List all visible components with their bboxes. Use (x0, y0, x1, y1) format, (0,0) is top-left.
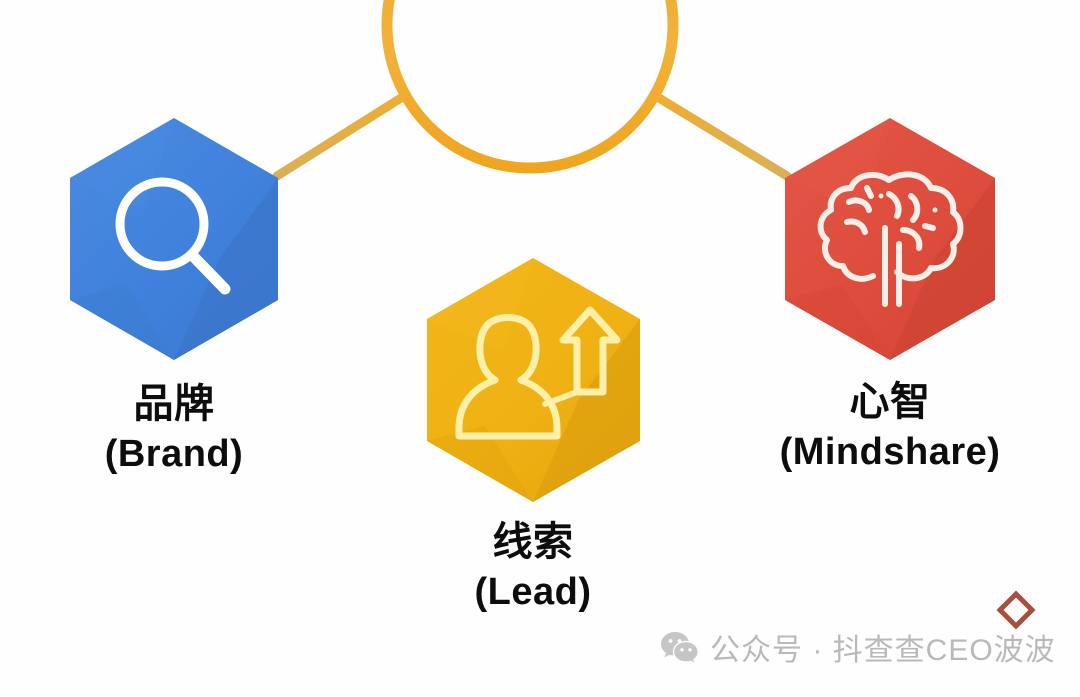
connector-brand (272, 93, 406, 181)
magnifier-icon (115, 177, 231, 295)
wechat-logo-icon (661, 632, 699, 664)
label-mindshare-en: (Mindshare) (779, 430, 1001, 473)
label-brand-en: (Brand) (104, 432, 244, 475)
brain-icon (817, 171, 964, 307)
label-lead-cn: 线索 (492, 520, 574, 564)
connector-mindshare (654, 93, 792, 181)
label-brand-cn: 品牌 (133, 382, 215, 426)
label-mindshare: 心智 (Mindshare) (740, 378, 1040, 475)
node-lead[interactable] (427, 258, 640, 502)
lead-hexagon (427, 258, 640, 502)
label-lead: 线索 (Lead) (383, 518, 683, 615)
brand-hexagon (70, 118, 278, 360)
footer-watermark: 公众号 · 抖查查CEO波波 (660, 625, 1056, 669)
label-lead-en: (Lead) (474, 570, 592, 613)
diamond-outline-icon (996, 590, 1036, 630)
node-brand[interactable] (70, 118, 278, 360)
footer-text: 公众号 · 抖查查CEO波波 (710, 634, 1056, 667)
label-mindshare-cn: 心智 (849, 380, 931, 424)
node-mindshare[interactable] (785, 118, 995, 360)
person-arrow-up-icon (455, 306, 621, 440)
label-brand: 品牌 (Brand) (24, 380, 324, 477)
hub-circle (381, 0, 679, 174)
